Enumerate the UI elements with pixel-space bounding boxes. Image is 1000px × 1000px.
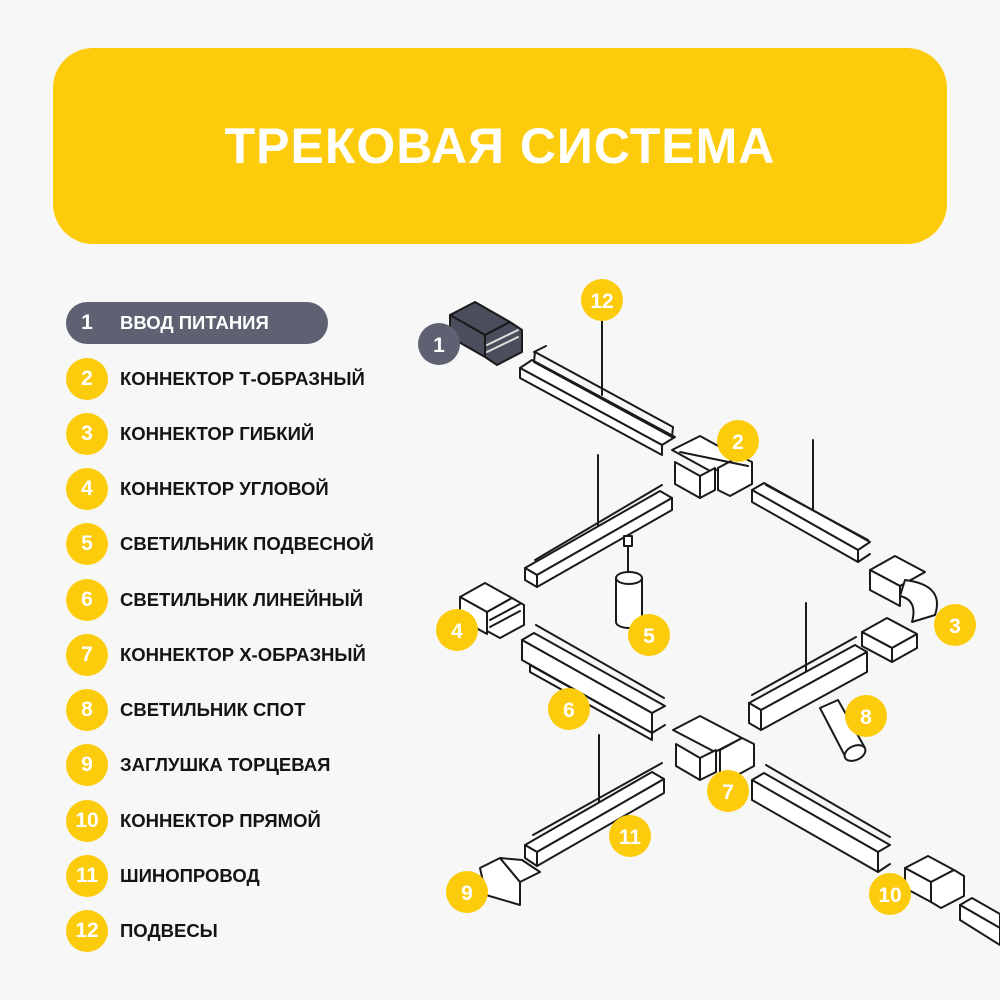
svg-text:6: 6 <box>563 699 575 722</box>
rail-track-7 <box>524 762 665 867</box>
spot-lamp <box>819 699 867 762</box>
svg-text:12: 12 <box>590 290 613 313</box>
rail-track-1 <box>519 345 676 456</box>
legend-item: 9 ЗАГЛУШКА ТОРЦЕВАЯ <box>66 744 330 786</box>
legend-item: 10 КОННЕКТОР ПРЯМОЙ <box>66 800 321 842</box>
callout-7: 7 <box>707 770 749 812</box>
callout-10: 10 <box>869 873 911 915</box>
svg-text:9: 9 <box>461 882 473 905</box>
legend-label: ВВОД ПИТАНИЯ <box>120 312 269 333</box>
callout-5: 5 <box>628 614 670 656</box>
svg-text:10: 10 <box>878 884 901 907</box>
legend-number: 3 <box>66 413 108 455</box>
legend-number: 12 <box>66 910 108 952</box>
legend-item: 12 ПОДВЕСЫ <box>66 910 218 952</box>
rail-track-6 <box>751 764 891 873</box>
svg-text:5: 5 <box>643 625 655 648</box>
legend-label: КОННЕКТОР УГЛОВОЙ <box>120 478 329 499</box>
t-connector <box>671 435 753 499</box>
callout-4: 4 <box>436 609 478 651</box>
legend-item: 1 ВВОД ПИТАНИЯ <box>66 302 328 344</box>
legend-number: 6 <box>66 579 108 621</box>
legend-number: 9 <box>66 744 108 786</box>
callout-8: 8 <box>845 695 887 737</box>
suspension-wires <box>597 317 814 809</box>
callout-2: 2 <box>717 420 759 462</box>
callout-6: 6 <box>548 688 590 730</box>
legend-number: 7 <box>66 634 108 676</box>
corner-connector <box>459 582 525 639</box>
legend-label: КОННЕКТОР ГИБКИЙ <box>120 423 315 444</box>
svg-text:11: 11 <box>619 826 642 849</box>
rail-track-8 <box>959 897 1000 946</box>
legend-number: 5 <box>66 523 108 565</box>
rail-track-4 <box>521 624 666 734</box>
flexible-connector <box>861 555 938 663</box>
legend-item: 11 ШИНОПРОВОД <box>66 855 260 897</box>
legend-number: 11 <box>66 855 108 897</box>
svg-text:8: 8 <box>860 706 872 729</box>
legend-number: 2 <box>66 358 108 400</box>
legend-label: ЗАГЛУШКА ТОРЦЕВАЯ <box>120 754 331 775</box>
legend-label: КОННЕКТОР Т-ОБРАЗНЫЙ <box>120 368 365 389</box>
legend-item: 2 КОННЕКТОР Т-ОБРАЗНЫЙ <box>66 358 365 400</box>
legend-label: ПОДВЕСЫ <box>120 920 218 941</box>
legend-number: 1 <box>81 311 93 334</box>
svg-text:7: 7 <box>722 781 734 804</box>
legend-number: 4 <box>66 468 108 510</box>
legend-item: 7 КОННЕКТОР Х-ОБРАЗНЫЙ <box>66 634 366 676</box>
svg-text:3: 3 <box>949 615 961 638</box>
legend-label: КОННЕКТОР Х-ОБРАЗНЫЙ <box>120 644 366 665</box>
power-feed <box>449 301 523 366</box>
legend-label: СВЕТИЛЬНИК ПОДВЕСНОЙ <box>120 533 374 554</box>
x-connector <box>672 715 755 781</box>
callout-11: 11 <box>609 815 651 857</box>
callout-3: 3 <box>934 604 976 646</box>
legend-label: СВЕТИЛЬНИК СПОТ <box>120 699 306 720</box>
linear-lamp <box>529 664 653 741</box>
legend-number: 8 <box>66 689 108 731</box>
legend-number: 10 <box>66 800 108 842</box>
callout-1: 1 <box>418 323 460 365</box>
legend-item: 5 СВЕТИЛЬНИК ПОДВЕСНОЙ <box>66 523 374 565</box>
rail-track-2 <box>524 484 673 588</box>
svg-text:4: 4 <box>451 620 463 643</box>
legend-item: 8 СВЕТИЛЬНИК СПОТ <box>66 689 305 731</box>
legend-label: СВЕТИЛЬНИК ЛИНЕЙНЫЙ <box>120 589 364 610</box>
rail-track-3 <box>751 482 871 563</box>
callout-12: 12 <box>581 279 623 321</box>
legend-label: КОННЕКТОР ПРЯМОЙ <box>120 810 321 831</box>
legend-item: 6 СВЕТИЛЬНИК ЛИНЕЙНЫЙ <box>66 579 363 621</box>
callout-9: 9 <box>446 871 488 913</box>
end-cap <box>479 857 541 906</box>
page-title: ТРЕКОВАЯ СИСТЕМА <box>224 118 776 174</box>
svg-text:1: 1 <box>433 334 445 357</box>
legend-item: 3 КОННЕКТОР ГИБКИЙ <box>66 413 314 455</box>
legend-item: 4 КОННЕКТОР УГЛОВОЙ <box>66 468 329 510</box>
rail-track-5 <box>748 636 868 731</box>
legend-label: ШИНОПРОВОД <box>120 865 260 886</box>
straight-connector <box>904 855 965 909</box>
svg-text:2: 2 <box>732 431 744 454</box>
title-banner: ТРЕКОВАЯ СИСТЕМА <box>53 48 947 244</box>
